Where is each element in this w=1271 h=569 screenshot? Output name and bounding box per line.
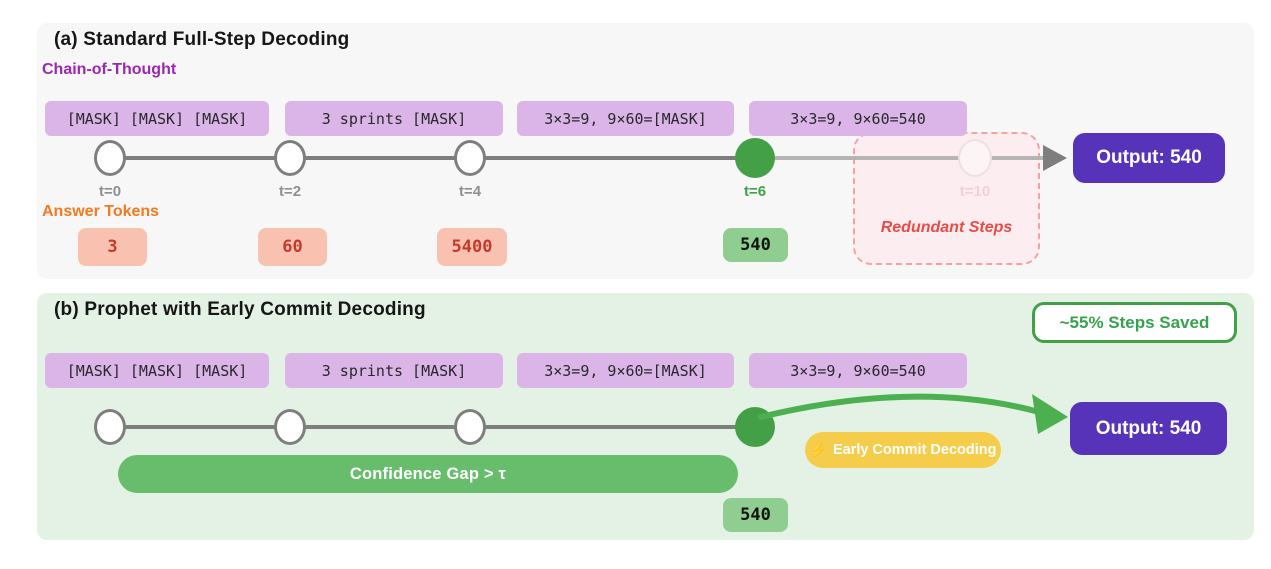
early-commit-decoding-label: Early Commit Decoding [832,442,997,458]
timestep-node-t10-ghost [958,139,992,177]
cot-box-4: 3×3=9, 9×60=540 [749,353,967,388]
answer-token-t4: 5400 [437,228,507,266]
cot-box-t0: [MASK] [MASK] [MASK] [45,101,269,136]
steps-saved-badge: ~55% Steps Saved [1032,302,1237,343]
panel-prophet-early-commit-decoding: (b) Prophet with Early Commit Decoding ~… [37,293,1254,540]
timestep-node-3 [454,409,486,445]
early-commit-decoding-badge: ⚡ Early Commit Decoding [805,432,1001,468]
redundant-steps-label: Redundant Steps [880,219,1013,236]
cot-box-3: 3×3=9, 9×60=[MASK] [517,353,734,388]
confidence-gap-bar: Confidence Gap > τ [118,455,738,493]
output-box: Output: 540 [1070,402,1227,455]
timestep-node-t0 [94,140,126,176]
committed-token: 540 [723,498,788,532]
answer-tokens-label: Answer Tokens [42,203,160,220]
panel-standard-full-step-decoding: (a) Standard Full-Step Decoding Chain-of… [37,23,1254,279]
cot-box-t4: 3×3=9, 9×60=[MASK] [517,101,734,136]
timestep-node-1 [94,409,126,445]
cot-box-1: [MASK] [MASK] [MASK] [45,353,269,388]
timestep-node-t2 [274,140,306,176]
answer-token-t6-committed: 540 [723,228,788,262]
timestep-node-commit [735,407,775,447]
chain-of-thought-label: Chain-of-Thought [42,61,177,78]
timestep-label-t10: t=10 [959,183,991,200]
lightning-icon: ⚡ [809,441,827,458]
cot-box-t2: 3 sprints [MASK] [285,101,503,136]
timestep-node-t4 [454,140,486,176]
timestep-node-2 [274,409,306,445]
panel-b-title: (b) Prophet with Early Commit Decoding [54,299,426,320]
answer-token-t2: 60 [258,228,327,266]
timestep-label-t0: t=0 [98,183,122,200]
output-box: Output: 540 [1073,133,1225,183]
cot-box-2: 3 sprints [MASK] [285,353,503,388]
timestep-label-t4: t=4 [458,183,482,200]
panel-a-title: (a) Standard Full-Step Decoding [54,29,350,50]
timeline-arrowhead-icon [1043,145,1067,171]
timestep-label-t6: t=6 [743,183,767,200]
timeline-line [110,156,755,160]
answer-token-t0: 3 [78,228,147,266]
redundant-steps-zone: Redundant Steps [853,132,1040,265]
timeline-line-faded [755,156,1047,160]
timestep-node-t6-done [735,138,775,178]
timestep-label-t2: t=2 [278,183,302,200]
timeline-line [113,425,755,429]
cot-box-t6: 3×3=9, 9×60=540 [749,101,967,136]
